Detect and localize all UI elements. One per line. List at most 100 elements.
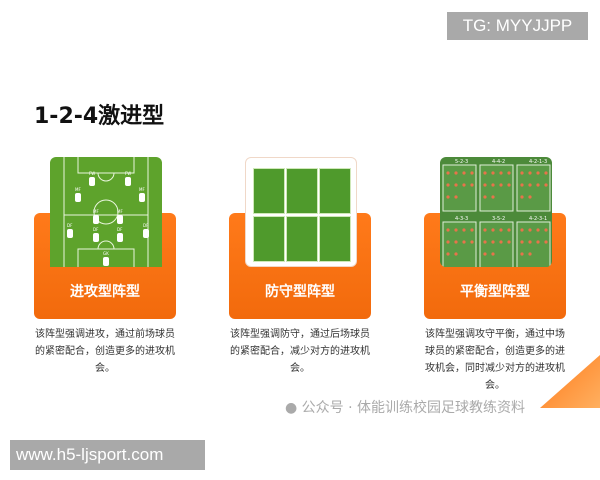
formation-label: 4-3-3 bbox=[455, 216, 468, 222]
position-label: FW bbox=[125, 171, 131, 176]
player-icon bbox=[93, 215, 99, 224]
position-label: MF bbox=[75, 187, 81, 192]
player-dot bbox=[491, 171, 495, 175]
player-dot bbox=[454, 171, 458, 175]
player-dot bbox=[483, 195, 487, 199]
player-icon bbox=[139, 193, 145, 202]
player-icon bbox=[103, 257, 109, 266]
position-label: DF bbox=[143, 223, 149, 228]
player-dot bbox=[483, 228, 487, 232]
mini-pitch bbox=[253, 216, 285, 262]
card-description: 该阵型强调防守，通过后场球员的紧密配合，减少对方的进攻机会。 bbox=[230, 329, 370, 374]
watermark-text: 公众号 · 体能训练校园足球教练资料 bbox=[301, 400, 526, 416]
attack-formation-pitch: FW FW MF MF MF MF DF DF DF DF GK bbox=[50, 157, 162, 267]
player-dot bbox=[446, 171, 450, 175]
player-dot bbox=[520, 252, 524, 256]
card-description: 该阵型强调进攻，通过前场球员的紧密配合，创造更多的进攻机会。 bbox=[35, 329, 175, 374]
player-icon bbox=[93, 233, 99, 242]
player-dot bbox=[491, 195, 495, 199]
player-dot bbox=[520, 228, 524, 232]
mini-pitch bbox=[319, 216, 351, 262]
player-dot bbox=[446, 228, 450, 232]
player-dot bbox=[470, 240, 474, 244]
url-badge: www.h5-ljsport.com bbox=[10, 440, 205, 470]
mini-pitch bbox=[319, 168, 351, 214]
player-dot bbox=[470, 228, 474, 232]
player-dot bbox=[536, 171, 540, 175]
player-dot bbox=[491, 183, 495, 187]
card-label: 进攻型阵型 bbox=[70, 284, 140, 300]
player-dot bbox=[462, 183, 466, 187]
player-dot bbox=[536, 183, 540, 187]
player-dot bbox=[483, 240, 487, 244]
position-label: FW bbox=[89, 171, 95, 176]
player-dot bbox=[520, 195, 524, 199]
mini-pitch bbox=[286, 216, 318, 262]
player-dot bbox=[462, 171, 466, 175]
player-dot bbox=[470, 183, 474, 187]
player-icon bbox=[117, 233, 123, 242]
watermark: ● 公众号 · 体能训练校园足球教练资料 bbox=[285, 400, 525, 416]
formation-label: 4-2-3-1 bbox=[529, 216, 547, 222]
player-dot bbox=[544, 183, 548, 187]
defensive-formations-grid bbox=[245, 157, 357, 267]
player-dot bbox=[454, 228, 458, 232]
player-icon bbox=[117, 215, 123, 224]
player-dot bbox=[483, 171, 487, 175]
player-dot bbox=[520, 171, 524, 175]
player-dot bbox=[491, 228, 495, 232]
position-label: DF bbox=[93, 227, 99, 232]
formation-label: 5-2-3 bbox=[455, 159, 468, 165]
player-dot bbox=[544, 171, 548, 175]
player-icon bbox=[89, 177, 95, 186]
player-dot bbox=[528, 240, 532, 244]
mini-pitch bbox=[286, 168, 318, 214]
player-dot bbox=[499, 228, 503, 232]
player-dot bbox=[446, 240, 450, 244]
player-dot bbox=[507, 183, 511, 187]
player-dot bbox=[507, 171, 511, 175]
mini-pitch bbox=[253, 168, 285, 214]
player-dot bbox=[454, 252, 458, 256]
player-dot bbox=[483, 183, 487, 187]
player-dot bbox=[528, 252, 532, 256]
player-dot bbox=[446, 252, 450, 256]
card-description: 该阵型强调攻守平衡，通过中场球员的紧密配合，创造更多的进攻机会，同时减少对方的进… bbox=[425, 329, 565, 391]
player-dot bbox=[507, 228, 511, 232]
player-dot bbox=[528, 228, 532, 232]
player-icon bbox=[67, 229, 73, 238]
player-dot bbox=[520, 240, 524, 244]
player-dot bbox=[446, 183, 450, 187]
player-dot bbox=[536, 240, 540, 244]
card-label: 平衡型阵型 bbox=[460, 284, 530, 300]
player-dot bbox=[483, 252, 487, 256]
player-dot bbox=[454, 240, 458, 244]
position-label: DF bbox=[117, 227, 123, 232]
player-dot bbox=[499, 183, 503, 187]
player-dot bbox=[507, 240, 511, 244]
player-dot bbox=[454, 183, 458, 187]
position-label: DF bbox=[67, 223, 73, 228]
player-icon bbox=[143, 229, 149, 238]
position-label: MF bbox=[139, 187, 145, 192]
player-dot bbox=[454, 195, 458, 199]
player-dot bbox=[520, 183, 524, 187]
player-dot bbox=[446, 195, 450, 199]
formation-label: 3-5-2 bbox=[492, 216, 505, 222]
player-dot bbox=[536, 228, 540, 232]
player-dot bbox=[544, 240, 548, 244]
player-dot bbox=[462, 240, 466, 244]
position-label: GK bbox=[103, 251, 109, 256]
card-label: 防守型阵型 bbox=[265, 284, 335, 300]
position-label: MF bbox=[93, 209, 99, 214]
player-dot bbox=[528, 195, 532, 199]
tg-badge: TG: MYYJJPP bbox=[447, 12, 588, 40]
player-dot bbox=[499, 240, 503, 244]
player-dot bbox=[544, 228, 548, 232]
formation-label: 4-2-1-3 bbox=[529, 159, 547, 165]
position-label: MF bbox=[117, 209, 123, 214]
player-dot bbox=[470, 171, 474, 175]
player-dot bbox=[491, 240, 495, 244]
